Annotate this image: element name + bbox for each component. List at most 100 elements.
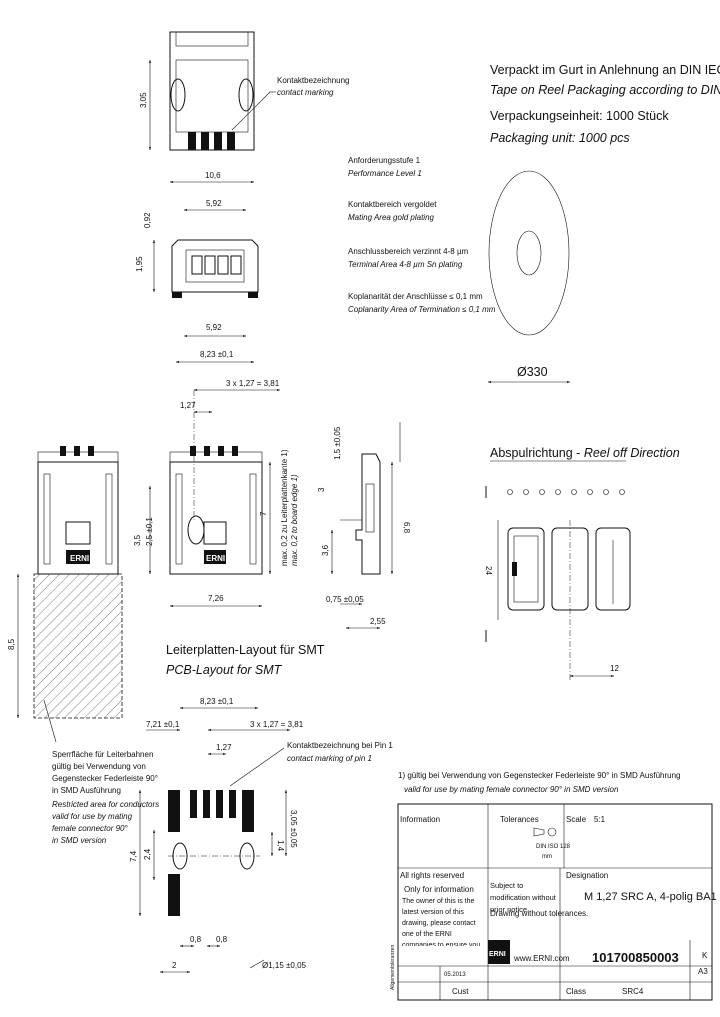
packaging-en-2: Packaging unit: 1000 pcs	[490, 131, 630, 145]
dim-pitch: 1,27	[180, 401, 196, 410]
pcb-layout: Leiterplatten-Layout für SMT PCB-Layout …	[129, 643, 393, 974]
pin1-de: Kontaktbezeichnung bei Pin 1	[287, 741, 393, 750]
pcb-pad-left-top	[168, 790, 180, 832]
dim-pitch-total: 3 x 1,27 = 3,81	[226, 379, 280, 388]
dim-front-bottom: 5,92	[206, 323, 222, 332]
packaging-en-1: Tape on Reel Packaging according to DIN …	[490, 83, 720, 97]
tape-width: 24	[484, 566, 493, 575]
dim-side-h1: 3,5	[133, 534, 142, 546]
tb-scale-label: Scale	[566, 815, 587, 824]
coplan-de: Koplanarität der Anschlüsse ≤ 0,1 mm	[348, 292, 483, 301]
restricted-de-3: Gegenstecker Federleiste 90°	[52, 774, 158, 783]
pcb-layout-title-en: PCB-Layout for SMT	[166, 663, 283, 677]
profile-view: 1,5 ±0,05 3 3,6 6,8 0,75 ±0,05 2,55	[317, 422, 411, 630]
tb-rights: All rights reserved	[400, 871, 464, 880]
tb-general-tol: Allgemeintoleranzen	[390, 944, 396, 990]
tape-pitch: 12	[610, 664, 619, 673]
dim-prof-e: 0,75 ±0,05	[326, 595, 364, 604]
reel-off-title-de: Abspulrichtung -	[490, 446, 584, 460]
packaging-info: Verpackt im Gurt in Anlehnung an DIN IEC…	[490, 63, 720, 145]
valid-note-de: 1) gültig bei Verwendung von Gegenstecke…	[398, 771, 680, 780]
dim-front-h2: 1,95	[135, 256, 144, 272]
tb-class: Class	[566, 987, 586, 996]
restricted-en-3: female connector 90°	[52, 824, 128, 833]
title-block: Information Tolerances Scale 5:1 DIN ISO…	[390, 803, 717, 1001]
dim-top-height: 3,05	[139, 92, 148, 108]
front-view: 5,92 1,95 0,92 5,92 8,23 ±0,1	[135, 199, 259, 364]
dim-front-width: 5,92	[206, 199, 222, 208]
tb-subject: Subject to modification without prior no…	[490, 881, 556, 914]
tb-web: www.ERNI.com	[513, 954, 570, 963]
contact-marking-label-de: Kontaktbezeichnung	[277, 76, 350, 85]
perf-level-en: Performance Level 1	[348, 169, 422, 178]
plating-notes: Anforderungsstufe 1 Performance Level 1 …	[348, 156, 496, 314]
tb-drawing: Drawing without tolerances.	[490, 909, 588, 918]
reel-off-title-en: Reel off Direction	[584, 446, 680, 460]
tb-scale: 5:1	[594, 815, 606, 824]
dim-side-width: 7,26	[208, 594, 224, 603]
dim-pcb-pitch-total: 3 x 1,27 = 3,81	[250, 720, 304, 729]
tb-sheet: A3	[698, 967, 708, 976]
reel-diameter: Ø330	[517, 365, 548, 379]
dim-pcb-v1: 2,4	[143, 848, 152, 860]
perf-level-de: Anforderungsstufe 1	[348, 156, 421, 165]
dim-front-bottom-total: 8,23 ±0,1	[200, 350, 234, 359]
dim-prof-d: 6,8	[402, 522, 411, 534]
restricted-de-2: gültig bei Verwendung von	[52, 762, 146, 771]
pcb-edge-en: max. 0,2 to board edge 1)	[290, 474, 299, 566]
dim-prof-b: 3	[317, 487, 326, 492]
erni-mark-right: ERNI	[206, 554, 225, 563]
packaging-de-2: Verpackungseinheit: 1000 Stück	[490, 109, 669, 123]
tb-info: Information	[400, 815, 440, 824]
dim-top-width: 10,6	[205, 171, 221, 180]
tb-logo: ERNI	[489, 951, 506, 958]
tb-index: K	[702, 951, 708, 960]
mated-side-view: ERNI 8,5	[7, 446, 123, 719]
reel-drawing: Ø330	[487, 170, 571, 384]
dim-pcb-width: 8,23 ±0,1	[200, 697, 234, 706]
pin1-en: contact marking of pin 1	[287, 754, 372, 763]
tb-projection: DIN ISO 128	[536, 844, 571, 850]
dim-pcb-b2: 0,8	[216, 935, 228, 944]
top-view: 3,05 10,6 Kontaktbezeichnung contact mar…	[139, 31, 350, 184]
dim-side-h2: 2,5 ±0,1	[145, 517, 154, 546]
dim-side-h3: 7	[259, 511, 268, 516]
packaging-de-1: Verpackt im Gurt in Anlehnung an DIN IEC…	[490, 63, 720, 77]
dim-pcb-b3: 2	[172, 961, 177, 970]
restricted-en-1: Restricted area for conductors	[52, 800, 159, 809]
tb-designation: M 1,27 SRC A, 4-polig BA1	[584, 891, 717, 903]
dim-pcb-r2: 3,05 ±0,05	[289, 810, 298, 848]
mating-de: Kontaktbereich vergoldet	[348, 200, 437, 209]
valid-note-en: valid for use by mating female connector…	[404, 785, 619, 794]
restricted-area-hatch	[33, 573, 123, 719]
pcb-pad-left-bottom	[168, 874, 180, 916]
connector-side-view: ERNI 3 x 1,27 = 3,81 1,27 3,5 2,5 ±0,1 7…	[133, 379, 299, 608]
tb-owner: The owner of this is the latest version …	[402, 898, 481, 946]
tb-part-number: 101700850003	[592, 950, 679, 965]
mating-en: Mating Area gold plating	[348, 213, 435, 222]
projection-symbol-icon	[547, 827, 557, 837]
restricted-en-2: valid for use by mating	[52, 812, 133, 821]
tb-date: 05.2013	[444, 972, 466, 978]
contact-marking-label-en: contact marking	[277, 88, 334, 97]
dim-pcb-pitch: 1,27	[216, 743, 232, 752]
dim-prof-c: 3,6	[321, 544, 330, 556]
erni-logo-icon	[488, 940, 510, 964]
tb-only-info: Only for information	[404, 885, 474, 894]
tb-designation-label: Designation	[566, 871, 608, 880]
tb-tolerances: Tolerances	[500, 815, 539, 824]
pcb-layout-title-de: Leiterplatten-Layout für SMT	[166, 643, 325, 657]
dim-board: 8,5	[7, 638, 16, 650]
dim-prof-f: 2,55	[370, 617, 386, 626]
dim-pcb-b1: 0,8	[190, 935, 202, 944]
dim-front-h1: 0,92	[143, 212, 152, 228]
tb-series: SRC4	[622, 987, 644, 996]
pcb-pad-right-top	[242, 790, 254, 832]
reel-off-section: Abspulrichtung - Reel off Direction 24 1…	[484, 446, 680, 680]
restricted-en-4: in SMD version	[52, 836, 107, 845]
erni-mark-left: ERNI	[70, 554, 89, 563]
tb-cust: Cust	[452, 987, 469, 996]
pcb-edge-de: max. 0,2 zu Leiterplattenkante 1)	[280, 449, 289, 566]
